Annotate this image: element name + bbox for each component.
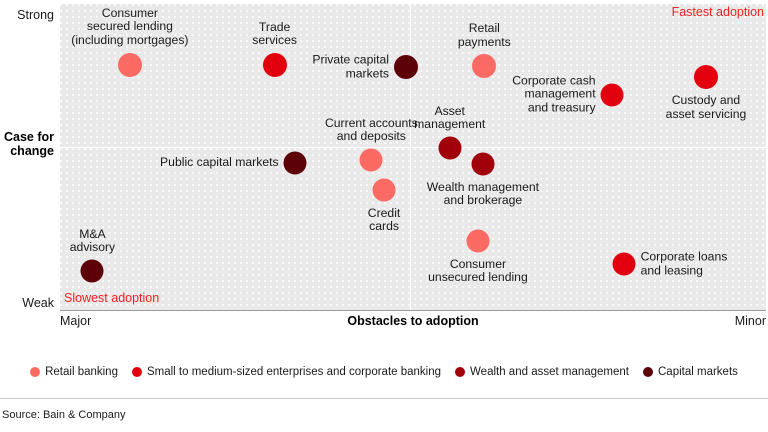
data-point-bubble[interactable] — [612, 252, 636, 276]
plot-area: Consumer secured lending (including mort… — [60, 4, 766, 311]
source-divider — [0, 398, 768, 399]
data-point-label: Custody and asset servicing — [665, 93, 747, 121]
data-point-bubble[interactable] — [359, 148, 383, 172]
x-axis-left-tick: Major — [60, 314, 92, 328]
annotation-fastest-adoption: Fastest adoption — [671, 5, 764, 19]
y-axis-title: Case for change — [0, 130, 54, 158]
legend-item[interactable]: Capital markets — [643, 366, 738, 378]
data-point-label: Retail payments — [457, 20, 511, 49]
legend-item[interactable]: Small to medium-sized enterprises and co… — [131, 366, 442, 378]
x-axis-right-tick: Minor — [734, 314, 766, 328]
y-axis-title-line1: Case for — [3, 130, 54, 144]
data-point-bubble[interactable] — [472, 54, 497, 79]
data-point-bubble[interactable] — [600, 83, 624, 107]
data-point-bubble[interactable] — [80, 259, 104, 283]
legend-color-dot — [131, 367, 142, 377]
data-point-bubble[interactable] — [438, 136, 462, 160]
legend-color-dot — [30, 367, 41, 377]
data-point-bubble[interactable] — [262, 52, 287, 77]
data-point-label: Trade services — [252, 19, 297, 48]
data-point-bubble[interactable] — [283, 151, 307, 175]
data-point-label: Consumer unsecured lending — [428, 256, 528, 285]
data-point-label: Private capital markets — [312, 52, 389, 81]
data-point-bubble[interactable] — [393, 55, 418, 80]
data-point-label: Consumer secured lending (including mort… — [71, 6, 189, 48]
data-point-bubble[interactable] — [117, 52, 142, 77]
legend-label: Retail banking — [45, 366, 118, 378]
data-point-label: Corporate cash management and treasury — [512, 73, 596, 115]
legend-label: Capital markets — [658, 366, 738, 378]
x-axis-title: Obstacles to adoption — [347, 314, 479, 328]
data-point-label: Current accounts and deposits — [324, 115, 418, 143]
data-point-label: Asset management — [414, 103, 486, 132]
data-point-label: Credit cards — [367, 205, 401, 234]
legend-item[interactable]: Wealth and asset management — [455, 366, 629, 378]
data-point-label: M&A advisory — [69, 226, 116, 255]
chart-legend: Retail banking Small to medium-sized ente… — [0, 366, 768, 378]
annotation-slowest-adoption: Slowest adoption — [64, 291, 160, 305]
y-axis-bottom-tick: Weak — [22, 296, 54, 310]
y-axis-title-line2: change — [10, 144, 54, 158]
quadrant-divider-horizontal — [60, 147, 766, 148]
data-point-label: Wealth management and brokerage — [426, 179, 540, 208]
source-note: Source: Bain & Company — [2, 409, 126, 421]
legend-color-dot — [455, 367, 466, 377]
data-point-bubble[interactable] — [466, 229, 490, 253]
legend-item[interactable]: Retail banking — [30, 366, 118, 378]
y-axis-top-tick: Strong — [17, 8, 54, 22]
quadrant-divider-vertical — [410, 4, 411, 310]
legend-label: Small to medium-sized enterprises and co… — [146, 366, 442, 378]
data-point-bubble[interactable] — [471, 152, 495, 176]
legend-color-dot — [643, 367, 653, 377]
data-point-label: Corporate loans and leasing — [640, 249, 728, 278]
data-point-label: Public capital markets — [160, 155, 279, 170]
data-point-bubble[interactable] — [693, 65, 718, 90]
data-point-bubble[interactable] — [372, 178, 396, 202]
legend-label: Wealth and asset management — [470, 366, 629, 378]
